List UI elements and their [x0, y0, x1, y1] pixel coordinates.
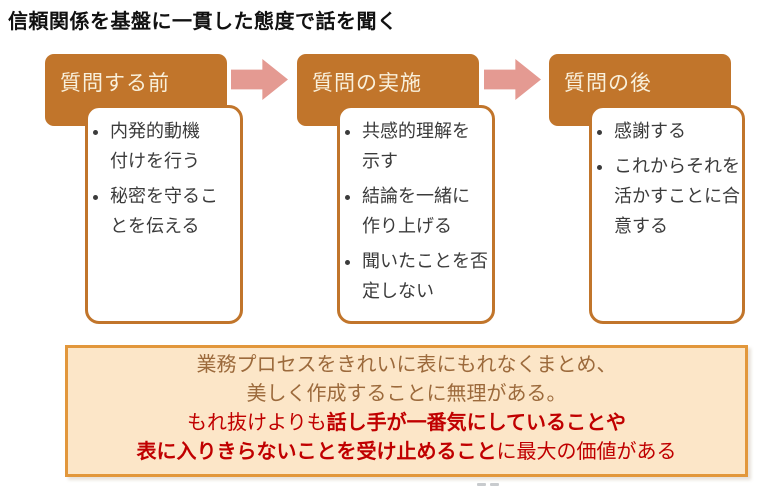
bullet-item: 秘密を守るこ とを伝える: [110, 181, 238, 241]
step-header-label: 質問の後: [564, 72, 652, 95]
step-body-before-question: 内発的動機 付けを行う 秘密を守るこ とを伝える: [85, 105, 243, 324]
callout-line-1: 業務プロセスをきれいに表にもれなくまとめ、: [196, 354, 617, 376]
callout-box: 業務プロセスをきれいに表にもれなくまとめ、 美しく作成することに無理がある。 も…: [65, 345, 748, 477]
bullet-item: 結論を一緒に 作り上げる: [362, 181, 490, 241]
step-body-after-question: 感謝する これからそれを 活かすことに合 意する: [589, 105, 745, 324]
callout-line-4: 表に入りきらないことを受け止めることに最大の価値がある: [68, 438, 745, 467]
page-number-fragment: [477, 483, 501, 487]
step-body-during-question: 共感的理解を 示す 結論を一緒に 作り上げる 聞いたことを否 定しない: [337, 105, 495, 324]
callout-line-4-bold: 表に入りきらないことを受け止めること: [136, 441, 497, 463]
bullet-item: 共感的理解を 示す: [362, 116, 490, 176]
right-arrow-icon: [484, 59, 541, 100]
bullet-list: 感謝する これからそれを 活かすことに合 意する: [594, 116, 740, 241]
step-header-label: 質問の実施: [312, 72, 422, 95]
bullet-item: 内発的動機 付けを行う: [110, 116, 238, 176]
step-header-label: 質問する前: [60, 72, 170, 95]
bullet-item: 聞いたことを否 定しない: [362, 246, 490, 306]
bullet-item: 感謝する: [614, 116, 740, 146]
slide-title: 信頼関係を基盤に一貫した態度で話を聞く: [8, 11, 398, 33]
callout-line-3-normal: もれ抜けよりも: [186, 412, 327, 434]
right-arrow-icon: [231, 59, 288, 100]
callout-line-3-bold: 話し手が一番気にしていることや: [326, 412, 626, 434]
bullet-list: 内発的動機 付けを行う 秘密を守るこ とを伝える: [90, 116, 238, 241]
bullet-list: 共感的理解を 示す 結論を一緒に 作り上げる 聞いたことを否 定しない: [342, 116, 490, 306]
callout-line-3: もれ抜けよりも話し手が一番気にしていることや: [68, 409, 745, 438]
callout-line-2: 美しく作成することに無理がある。: [246, 383, 567, 405]
callout-line-4-normal: に最大の価値がある: [496, 441, 677, 463]
bullet-item: これからそれを 活かすことに合 意する: [614, 151, 740, 241]
